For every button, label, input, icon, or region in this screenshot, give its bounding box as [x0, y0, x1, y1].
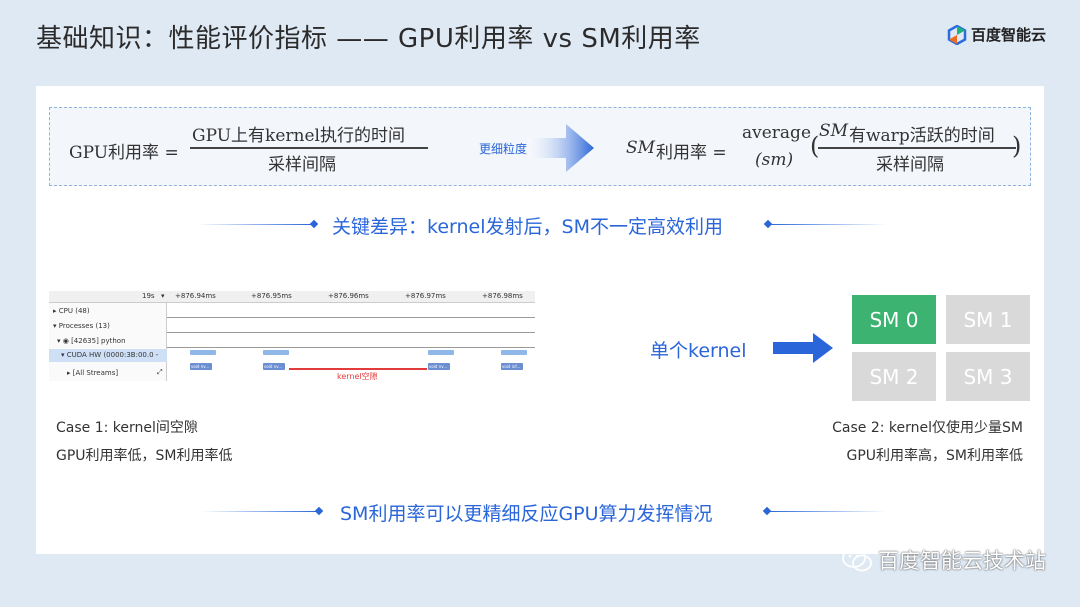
conclusion-line-left [201, 511, 317, 512]
key-diff-line-left [196, 224, 312, 225]
timeline-tick: +876.96ms [328, 292, 369, 300]
sm-index-label: (sm) [755, 150, 794, 170]
close-paren: ) [1012, 132, 1022, 160]
sm-fraction-bar [818, 147, 1016, 149]
sm-denominator: 采样间隔 [876, 155, 944, 175]
timeline-ruler [49, 291, 535, 303]
timeline-tick: +876.98ms [482, 292, 523, 300]
case2-title: Case 2: kernel仅使用少量SM [832, 420, 1023, 436]
right-arrow-icon [773, 333, 833, 363]
kernel-bar[interactable] [428, 350, 454, 355]
kernel-bar[interactable] [263, 350, 289, 355]
key-diff-line-right [771, 224, 887, 225]
gpu-fraction-bar [190, 147, 428, 149]
timeline-gridline [167, 332, 535, 333]
timeline-gridline [167, 347, 535, 348]
sm-block-1: SM 1 [946, 295, 1030, 344]
brand-name: 百度智能云 [970, 26, 1046, 44]
open-paren: ( [810, 132, 820, 160]
kernel-bar[interactable] [190, 350, 216, 355]
key-diff-diamond-left [309, 219, 319, 229]
kernel-tag[interactable]: void inf... [501, 363, 523, 370]
conclusion-line-right [770, 511, 886, 512]
gpu-denominator: 采样间隔 [268, 155, 336, 175]
kernel-gap-label: kernel空隙 [337, 372, 378, 381]
timeline-row-labels [49, 303, 167, 381]
formula-box: GPU利用率 = GPU上有kernel执行的时间 采样间隔 更细粒度 SM 利… [49, 107, 1031, 186]
timeline-zoom: 19s [142, 292, 155, 300]
case2-description: GPU利用率高，SM利用率低 [846, 448, 1023, 464]
conclusion-diamond-left [314, 506, 324, 516]
timeline-tick: +876.97ms [405, 292, 446, 300]
kernel-tag[interactable]: void nv... [190, 363, 212, 370]
page-title: 基础知识：性能评价指标 —— GPU利用率 vs SM利用率 [36, 24, 701, 54]
single-kernel-label: 单个kernel [650, 340, 747, 362]
sm-utilization-var: SM [626, 138, 656, 158]
sm-block-0: SM 0 [852, 295, 936, 344]
gradient-arrow-icon [528, 124, 594, 172]
gpu-utilization-label: GPU利用率 = [69, 143, 179, 163]
ruler-dropdown-icon[interactable]: ▾ [161, 292, 165, 300]
sm-block-2: SM 2 [852, 352, 936, 401]
timeline-row-cpu[interactable]: ▸ CPU (48) [53, 307, 90, 315]
sm-numerator: 有warp活跃的时间 [849, 126, 995, 146]
content-card: GPU利用率 = GPU上有kernel执行的时间 采样间隔 更细粒度 SM 利… [36, 86, 1044, 554]
timeline-row-all-streams[interactable]: ▸ [All Streams] [67, 369, 119, 377]
timeline-tick: +876.95ms [251, 292, 292, 300]
brand-logo: 百度智能云 [947, 24, 1046, 45]
watermark: 百度智能云技术站 [842, 545, 1046, 575]
timeline-gridline [167, 317, 535, 318]
average-label: average [742, 123, 812, 143]
profiler-timeline: 19s ▾ +876.94ms +876.95ms +876.96ms +876… [49, 291, 535, 381]
case1-description: GPU利用率低，SM利用率低 [56, 448, 233, 464]
kernel-tag[interactable]: void nv... [428, 363, 450, 370]
watermark-text: 百度智能云技术站 [878, 549, 1046, 573]
timeline-row-cuda-hw[interactable]: ▾ CUDA HW (0000:3B:00.0 - [49, 349, 167, 362]
timeline-row-python[interactable]: ▾ ◉ [42635] python [57, 337, 126, 345]
timeline-row-processes[interactable]: ▾ Processes (13) [53, 322, 110, 330]
kernel-tag[interactable]: void nv... [263, 363, 285, 370]
kernel-bar[interactable] [501, 350, 527, 355]
sm-numerator-var: SM [819, 121, 849, 141]
conclusion-heading: SM利用率可以更精细反应GPU算力发挥情况 [340, 503, 713, 525]
cloud-logo-icon [947, 24, 967, 45]
sm-block-3: SM 3 [946, 352, 1030, 401]
timeline-tick: +876.94ms [175, 292, 216, 300]
kernel-gap-marker [289, 368, 427, 370]
sm-utilization-label: 利用率 = [656, 143, 727, 163]
case1-title: Case 1: kernel间空隙 [56, 420, 198, 436]
key-difference-heading: 关键差异：kernel发射后，SM不一定高效利用 [332, 216, 723, 238]
gpu-numerator: GPU上有kernel执行的时间 [192, 126, 405, 146]
finer-granularity-label: 更细粒度 [479, 142, 528, 156]
expand-icon[interactable]: ⤢ [157, 368, 163, 376]
wechat-icon [842, 548, 872, 572]
